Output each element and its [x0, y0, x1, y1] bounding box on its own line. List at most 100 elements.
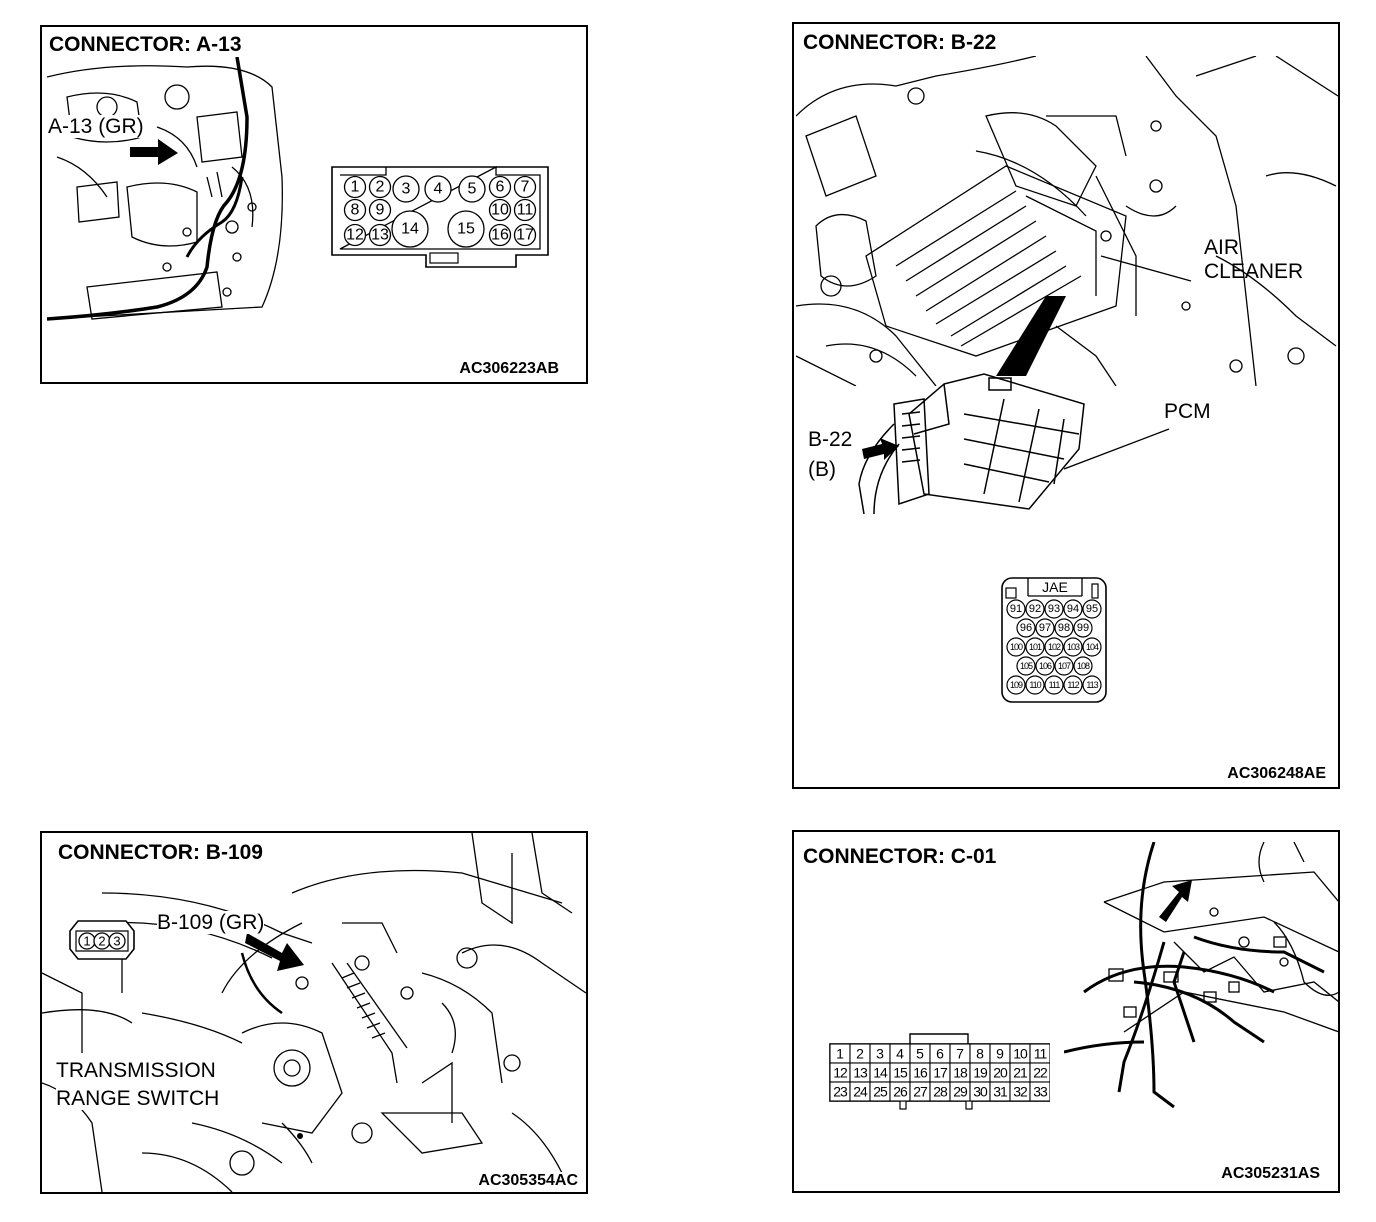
svg-text:104: 104	[1086, 642, 1099, 652]
pin-4: 4	[424, 175, 452, 203]
svg-text:31: 31	[993, 1084, 1008, 1100]
svg-text:15: 15	[457, 221, 475, 238]
pin-8: 8	[969, 1043, 991, 1064]
svg-text:94: 94	[1067, 603, 1079, 615]
pin-101: 101	[1025, 637, 1045, 657]
pin-26: 26	[889, 1081, 911, 1102]
svg-text:22: 22	[1033, 1065, 1048, 1081]
svg-text:27: 27	[913, 1084, 928, 1100]
part-code: AC306223AB	[459, 360, 559, 377]
svg-text:91: 91	[1010, 603, 1022, 615]
svg-text:17: 17	[516, 227, 534, 244]
svg-text:100: 100	[1010, 642, 1023, 652]
pin-11: 11	[1029, 1043, 1050, 1064]
panel-title: CONNECTOR: B-22	[803, 31, 997, 54]
pin-95: 95	[1082, 599, 1102, 619]
pin-93: 93	[1044, 599, 1064, 619]
pin-28: 28	[929, 1081, 951, 1102]
panel-title: CONNECTOR: B-109	[58, 841, 263, 865]
pin-8: 8	[343, 198, 367, 222]
air-cleaner-label-line2: CLEANER	[1204, 260, 1304, 283]
pin-5: 5	[458, 175, 486, 203]
pin-18: 18	[949, 1062, 971, 1083]
svg-text:112: 112	[1067, 680, 1079, 690]
pin-13: 13	[849, 1062, 871, 1083]
pcm-unit-illustration	[858, 373, 1085, 515]
pin-29: 29	[949, 1081, 971, 1102]
svg-text:6: 6	[496, 179, 505, 196]
transmission-illustration	[42, 833, 586, 1192]
engine-bay-illustration	[47, 57, 283, 321]
pin-17: 17	[513, 223, 537, 247]
svg-text:10: 10	[1013, 1046, 1028, 1062]
pcm-leader-line	[1064, 428, 1170, 470]
svg-text:19: 19	[973, 1065, 988, 1081]
svg-text:14: 14	[401, 221, 419, 238]
svg-text:32: 32	[1013, 1084, 1028, 1100]
pin-107: 107	[1054, 656, 1074, 676]
pin-16: 16	[909, 1062, 931, 1083]
svg-text:23: 23	[833, 1084, 848, 1100]
pin-113: 113	[1082, 675, 1102, 695]
pin-96: 96	[1016, 618, 1036, 638]
svg-text:9: 9	[376, 202, 385, 219]
panel-title: CONNECTOR: C-01	[803, 845, 997, 868]
pin-4: 4	[889, 1043, 911, 1064]
svg-text:3: 3	[113, 934, 120, 949]
pin-2: 2	[93, 932, 111, 950]
pin-111: 111	[1044, 675, 1064, 695]
pin-15: 15	[447, 210, 485, 248]
svg-text:16: 16	[913, 1065, 928, 1081]
svg-text:110: 110	[1029, 680, 1041, 690]
svg-text:92: 92	[1029, 603, 1041, 615]
svg-text:9: 9	[996, 1046, 1004, 1062]
svg-text:111: 111	[1049, 680, 1061, 690]
pin-21: 21	[1009, 1062, 1031, 1083]
svg-text:20: 20	[993, 1065, 1008, 1081]
svg-text:108: 108	[1077, 661, 1090, 671]
svg-text:29: 29	[953, 1084, 968, 1100]
svg-text:95: 95	[1086, 603, 1098, 615]
pin-97: 97	[1035, 618, 1055, 638]
callout-label: A-13 (GR)	[48, 115, 144, 139]
pin-13: 13	[368, 223, 392, 247]
svg-text:109: 109	[1010, 680, 1023, 690]
svg-text:14: 14	[873, 1065, 888, 1081]
svg-text:6: 6	[936, 1046, 944, 1062]
pin-7: 7	[949, 1043, 971, 1064]
svg-text:3: 3	[876, 1046, 884, 1062]
pin-12: 12	[829, 1062, 851, 1083]
pin-112: 112	[1063, 675, 1083, 695]
pin-108: 108	[1073, 656, 1093, 676]
engine-bay-illustration	[796, 56, 1338, 386]
svg-text:8: 8	[351, 202, 360, 219]
arrow-icon	[130, 139, 178, 165]
pcm-label: PCM	[1164, 400, 1211, 423]
svg-text:24: 24	[853, 1084, 868, 1100]
svg-text:102: 102	[1048, 642, 1061, 652]
svg-text:5: 5	[916, 1046, 924, 1062]
svg-text:17: 17	[933, 1065, 948, 1081]
pin-6: 6	[488, 175, 512, 199]
svg-text:28: 28	[933, 1084, 948, 1100]
pin-22: 22	[1029, 1062, 1050, 1083]
pin-2: 2	[849, 1043, 871, 1064]
pin-24: 24	[849, 1081, 871, 1102]
svg-text:93: 93	[1048, 603, 1060, 615]
callout-label-line2: (B)	[808, 458, 836, 481]
pin-110: 110	[1025, 675, 1045, 695]
pin-15: 15	[889, 1062, 911, 1083]
svg-text:33: 33	[1033, 1084, 1048, 1100]
svg-text:11: 11	[1034, 1046, 1048, 1062]
svg-text:103: 103	[1067, 642, 1080, 652]
pin-12: 12	[343, 223, 367, 247]
part-code: AC305354AC	[478, 1172, 578, 1190]
pin-10: 10	[1009, 1043, 1031, 1064]
pin-10: 10	[488, 198, 512, 222]
dashboard-harness-illustration	[1064, 842, 1339, 1109]
pin-1: 1	[829, 1043, 851, 1064]
svg-text:26: 26	[893, 1084, 908, 1100]
jae-label: JAE	[1042, 579, 1068, 595]
pin-102: 102	[1044, 637, 1064, 657]
